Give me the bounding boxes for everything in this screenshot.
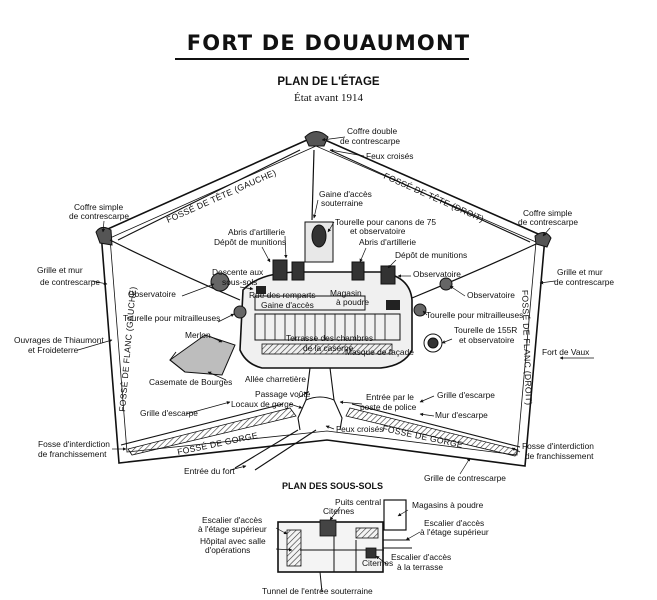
label-rue-remparts: Rue des remparts <box>249 290 316 300</box>
label-grille-escarpe-right: Grille d'escarpe <box>437 390 495 400</box>
label-gaine-souterraine-1: Gaine d'accès <box>319 189 372 199</box>
label-terrasse-chambres-1: Terrasse des chambres <box>286 333 373 343</box>
label-fosse-interdiction-left-1: Fosse d'interdiction <box>38 439 110 449</box>
label-ouvrages-1: Ouvrages de Thiaumont <box>14 335 104 345</box>
page-title: FORT DE DOUAUMONT <box>186 31 471 55</box>
internal-galleries <box>109 149 537 301</box>
label-tourelle-mitrailleuses-left: Tourelle pour mitrailleuses <box>123 313 220 323</box>
label-allee-charretiere: Allée charretière <box>245 374 306 384</box>
label-escalier-terrasse-1: Escalier d'accès <box>391 552 451 562</box>
gorge-entrance <box>234 367 343 471</box>
label-observatoire-right: Observatoire <box>467 290 515 300</box>
label-terrasse-chambres-2: de la caserne <box>303 343 354 353</box>
label-grille-mur-left-1: Grille et mur <box>37 265 83 275</box>
label-coffre-simple-right-2: de contrescarpe <box>518 217 578 227</box>
label-magasins-poudre: Magasins à poudre <box>412 500 484 510</box>
label-escalier-sup-left-2: à l'étage supérieur <box>198 524 267 534</box>
label-coffre-simple-left-1: Coffre simple <box>74 202 124 212</box>
label-escalier-sup-right-2: à l'étage supérieur <box>420 527 489 537</box>
label-descente-sous-sols-2: sous-sols <box>222 277 257 287</box>
label-fosse-interdiction-left-2: de franchissement <box>38 449 107 459</box>
gorge-walls <box>127 407 519 457</box>
label-citernes-bottom: Citernes <box>362 558 393 568</box>
label-puits-central: Puits central <box>335 497 381 507</box>
label-magasin-poudre-2: à poudre <box>336 297 369 307</box>
leader-arrows <box>77 136 594 566</box>
label-gaine-acces: Gaine d'accès <box>261 300 314 310</box>
label-citernes-top: Citernes <box>323 506 354 516</box>
label-grille-mur-right-2: de contrescarpe <box>554 277 614 287</box>
label-mur-escarpe: Mur d'escarpe <box>435 410 488 420</box>
escarp-walls <box>117 149 531 448</box>
turrets <box>210 221 453 353</box>
label-tunnel: Tunnel de l'entrée souterraine <box>262 586 373 596</box>
label-coffre-simple-right-1: Coffre simple <box>523 208 573 218</box>
label-passage-voute: Passage voûté <box>255 389 311 399</box>
label-grille-mur-right-1: Grille et mur <box>557 267 603 277</box>
label-grille-contrescarpe: Grille de contrescarpe <box>424 473 506 483</box>
label-depot-munitions-right: Dépôt de munitions <box>395 250 467 260</box>
label-tourelle-155-1: Tourelle de 155R <box>454 325 517 335</box>
state-caption: État avant 1914 <box>293 92 364 104</box>
label-tourelle-155-2: et observatoire <box>459 335 515 345</box>
label-feux-croises-bottom: Feux croisés <box>336 424 383 434</box>
basement-title: PLAN DES SOUS-SOLS <box>282 481 383 491</box>
bourges-casemate <box>169 334 236 376</box>
label-casemate-bourges: Casemate de Bourges <box>149 377 232 387</box>
label-entree-fort: Entrée du fort <box>184 466 235 476</box>
label-grille-escarpe-left: Grille d'escarpe <box>140 408 198 418</box>
label-feux-croises-top: Feux croisés <box>366 151 413 161</box>
label-gaine-souterraine-2: souterraine <box>321 198 363 208</box>
label-descente-sous-sols-1: Descente aux <box>212 267 264 277</box>
label-grille-mur-left-2: de contrescarpe <box>40 277 100 287</box>
label-locaux-gorge: Locaux de gorge <box>231 399 294 409</box>
label-ouvrages-2: et Froideterre <box>28 345 79 355</box>
label-hopital-1: Hôpital avec salle <box>200 536 266 546</box>
label-escalier-sup-right-1: Escalier d'accès <box>424 518 484 528</box>
label-escalier-sup-left-1: Escalier d'accès <box>202 515 262 525</box>
label-coffre-double-2: de contrescarpe <box>340 136 400 146</box>
counterscarp-coffers <box>95 131 552 248</box>
label-depot-munitions-left: Dépôt de munitions <box>214 237 286 247</box>
label-entree-poste-1: Entrée par le <box>366 392 414 402</box>
label-escalier-terrasse-2: à la terrasse <box>397 562 443 572</box>
ditch-label-flank-right: FOSSÉ DE FLANC (DROIT) <box>520 290 534 406</box>
basement-plan <box>277 499 412 593</box>
label-entree-poste-2: poste de police <box>360 402 417 412</box>
plan-title: PLAN DE L'ÉTAGE <box>277 76 380 88</box>
label-magasin-poudre-1: Magasin <box>330 288 362 298</box>
label-coffre-simple-left-2: de contrescarpe <box>69 211 129 221</box>
label-fosse-interdiction-right-2: de franchissement <box>525 451 594 461</box>
title-underline <box>175 58 469 60</box>
label-masque-facade: Masque de façade <box>345 347 414 357</box>
label-abris-artillerie-right: Abris d'artillerie <box>359 237 416 247</box>
label-tourelle-mitrailleuses-right: Tourelle pour mitrailleuses <box>426 310 523 320</box>
label-tourelle-75-1: Tourelle pour canons de 75 <box>335 217 436 227</box>
label-abris-artillerie-left: Abris d'artillerie <box>228 227 285 237</box>
label-coffre-double-1: Coffre double <box>347 126 397 136</box>
label-hopital-2: d'opérations <box>205 545 250 555</box>
label-observatoire-left: Observatoire <box>128 289 176 299</box>
ditch-label-flank-left: FOSSÉ DE FLANC (GAUCHE) <box>117 286 138 412</box>
label-observatoire-upper-right: Observatoire <box>413 269 461 279</box>
label-fosse-interdiction-right-1: Fosse d'interdiction <box>522 441 594 451</box>
label-merlon: Merlon <box>185 330 211 340</box>
label-tourelle-75-2: et observatoire <box>350 226 406 236</box>
label-fort-vaux: Fort de Vaux <box>542 347 590 357</box>
